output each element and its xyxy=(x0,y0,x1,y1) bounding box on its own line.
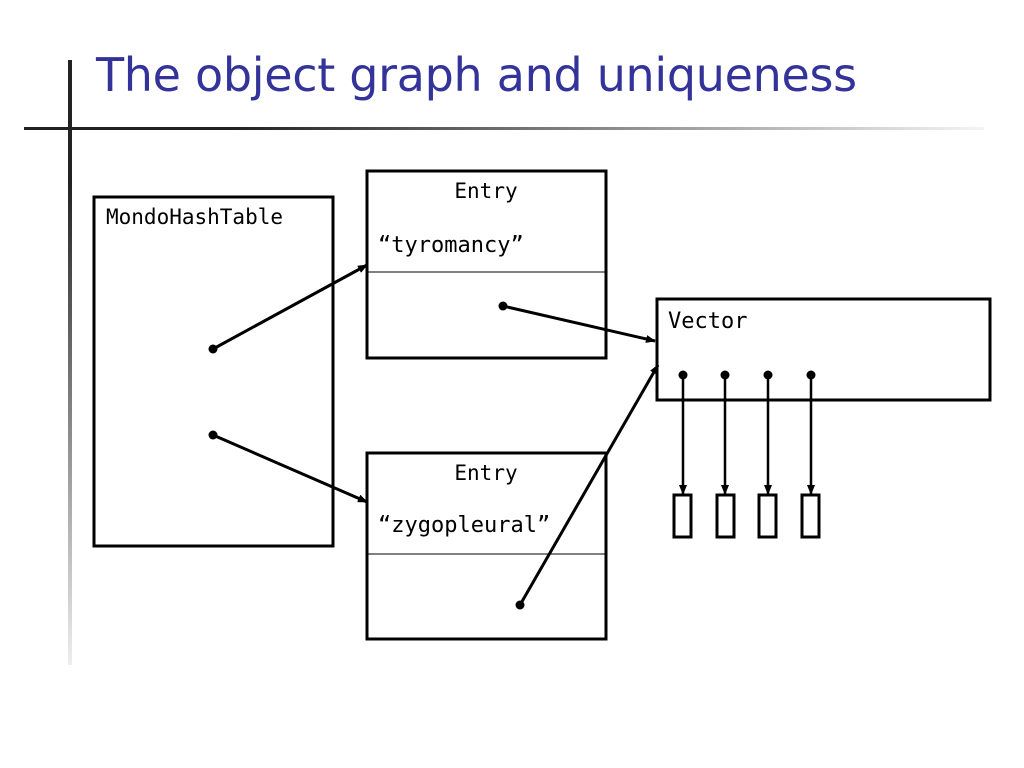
mondohashtable-label: MondoHashTable xyxy=(106,205,283,229)
vector-element-box xyxy=(672,493,693,539)
arrow-entry-1-to-vector xyxy=(502,304,656,343)
entry-node-2: Entry “zygopleural” xyxy=(365,451,608,641)
entry-box-2 xyxy=(365,451,608,641)
vector-box xyxy=(655,297,992,402)
vector-element-box xyxy=(757,493,778,539)
vector-elements xyxy=(672,370,821,539)
entry-label-2: Entry xyxy=(454,461,517,485)
slide-title: The object graph and uniqueness xyxy=(96,48,857,102)
vertical-rule xyxy=(68,60,72,665)
vector-element-box xyxy=(715,493,736,539)
arrow-hashtable-to-entry-1 xyxy=(212,263,368,351)
arrow-entry-2-to-vector xyxy=(518,364,660,606)
entry-key-2: “zygopleural” xyxy=(378,513,550,538)
vector-label: Vector xyxy=(668,309,747,334)
vector-node: Vector xyxy=(655,297,992,402)
horizontal-rule xyxy=(24,127,984,130)
mondohashtable-box xyxy=(92,195,335,548)
arrow-hashtable-to-entry-2 xyxy=(212,433,368,504)
entry-pointers xyxy=(498,301,660,610)
hashtable-pointers xyxy=(208,263,368,504)
entry-box-1 xyxy=(365,169,608,360)
entry-label-1: Entry xyxy=(454,179,517,203)
vector-element-box xyxy=(800,493,821,539)
entry-node-1: Entry “tyromancy” xyxy=(365,169,608,360)
mondohashtable-node: MondoHashTable xyxy=(92,195,335,548)
entry-key-1: “tyromancy” xyxy=(378,233,524,258)
